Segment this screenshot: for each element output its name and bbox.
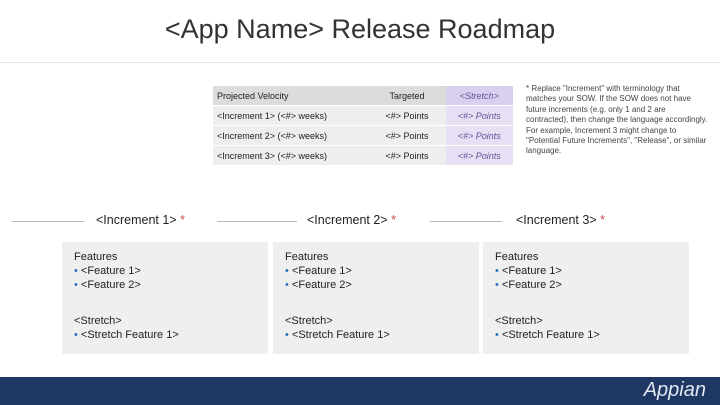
velocity-table: Projected Velocity Targeted <Stretch> <I… bbox=[213, 86, 513, 166]
footer-bar: Appian bbox=[0, 377, 720, 405]
features-label: Features bbox=[285, 251, 329, 263]
connector-line bbox=[12, 221, 84, 222]
increment-1-header: <Increment 1> * bbox=[96, 213, 185, 227]
stretch-item: • <Stretch Feature 1> bbox=[74, 328, 179, 342]
stretch-text: <Stretch Feature 1> bbox=[291, 329, 390, 341]
bullet-icon: • bbox=[495, 329, 499, 341]
features-section: Features • <Feature 1> • <Feature 2> bbox=[285, 250, 352, 292]
increment-2-card: Features • <Feature 1> • <Feature 2> <St… bbox=[273, 242, 479, 354]
asterisk-marker: * bbox=[180, 213, 185, 227]
bullet-icon: • bbox=[495, 279, 499, 291]
stretch-item: • <Stretch Feature 1> bbox=[285, 328, 390, 342]
stretch-section: <Stretch> • <Stretch Feature 1> bbox=[74, 314, 179, 342]
features-label: Features bbox=[495, 251, 539, 263]
stretch-label: <Stretch> bbox=[495, 315, 543, 327]
feature-text: <Feature 1> bbox=[501, 265, 562, 277]
header-stretch: <Stretch> bbox=[445, 86, 513, 106]
title-divider bbox=[0, 62, 720, 63]
stretch-text: <Stretch Feature 1> bbox=[80, 329, 179, 341]
feature-text: <Feature 2> bbox=[501, 279, 562, 291]
feature-item: • <Feature 1> bbox=[74, 264, 141, 278]
stretch-points-cell: <#> Points bbox=[445, 105, 513, 126]
feature-item: • <Feature 2> bbox=[495, 278, 562, 292]
asterisk-marker: * bbox=[391, 213, 396, 227]
increment-header-label: <Increment 1> bbox=[96, 213, 177, 227]
increment-header-label: <Increment 2> bbox=[307, 213, 388, 227]
targeted-points-cell: <#> Points bbox=[368, 145, 446, 166]
stretch-section: <Stretch> • <Stretch Feature 1> bbox=[285, 314, 390, 342]
connector-line bbox=[217, 221, 297, 222]
features-section: Features • <Feature 1> • <Feature 2> bbox=[74, 250, 141, 292]
stretch-label: <Stretch> bbox=[74, 315, 122, 327]
table-row: <Increment 1> (<#> weeks) <#> Points <#>… bbox=[213, 105, 513, 126]
features-label: Features bbox=[74, 251, 118, 263]
page-title: <App Name> Release Roadmap bbox=[164, 14, 556, 44]
feature-item: • <Feature 2> bbox=[285, 278, 352, 292]
feature-text: <Feature 2> bbox=[80, 279, 141, 291]
terminology-note: * Replace "Increment" with terminology t… bbox=[526, 84, 708, 156]
stretch-points-cell: <#> Points bbox=[445, 125, 513, 146]
stretch-text: <Stretch Feature 1> bbox=[501, 329, 600, 341]
increment-name-cell: <Increment 1> (<#> weeks) bbox=[213, 105, 369, 126]
table-row: <Increment 3> (<#> weeks) <#> Points <#>… bbox=[213, 145, 513, 166]
increment-3-card: Features • <Feature 1> • <Feature 2> <St… bbox=[483, 242, 689, 354]
header-projected-velocity: Projected Velocity bbox=[213, 86, 369, 106]
targeted-points-cell: <#> Points bbox=[368, 125, 446, 146]
bullet-icon: • bbox=[285, 329, 289, 341]
feature-text: <Feature 1> bbox=[80, 265, 141, 277]
connector-line bbox=[430, 221, 502, 222]
stretch-section: <Stretch> • <Stretch Feature 1> bbox=[495, 314, 600, 342]
feature-text: <Feature 1> bbox=[291, 265, 352, 277]
increment-1-card: Features • <Feature 1> • <Feature 2> <St… bbox=[62, 242, 268, 354]
stretch-item: • <Stretch Feature 1> bbox=[495, 328, 600, 342]
feature-item: • <Feature 1> bbox=[495, 264, 562, 278]
table-row: <Increment 2> (<#> weeks) <#> Points <#>… bbox=[213, 125, 513, 146]
bullet-icon: • bbox=[285, 265, 289, 277]
feature-item: • <Feature 1> bbox=[285, 264, 352, 278]
feature-text: <Feature 2> bbox=[291, 279, 352, 291]
stretch-points-cell: <#> Points bbox=[445, 145, 513, 166]
increment-header-label: <Increment 3> bbox=[516, 213, 597, 227]
targeted-points-cell: <#> Points bbox=[368, 105, 446, 126]
features-section: Features • <Feature 1> • <Feature 2> bbox=[495, 250, 562, 292]
asterisk-marker: * bbox=[600, 213, 605, 227]
increment-name-cell: <Increment 3> (<#> weeks) bbox=[213, 145, 369, 166]
stretch-label: <Stretch> bbox=[285, 315, 333, 327]
header-targeted: Targeted bbox=[368, 86, 446, 106]
bullet-icon: • bbox=[495, 265, 499, 277]
appian-logo: Appian bbox=[643, 379, 706, 401]
bullet-icon: • bbox=[285, 279, 289, 291]
bullet-icon: • bbox=[74, 265, 78, 277]
increment-name-cell: <Increment 2> (<#> weeks) bbox=[213, 125, 369, 146]
feature-item: • <Feature 2> bbox=[74, 278, 141, 292]
increment-3-header: <Increment 3> * bbox=[516, 213, 605, 227]
bullet-icon: • bbox=[74, 279, 78, 291]
bullet-icon: • bbox=[74, 329, 78, 341]
table-header-row: Projected Velocity Targeted <Stretch> bbox=[213, 86, 513, 106]
increment-2-header: <Increment 2> * bbox=[307, 213, 396, 227]
